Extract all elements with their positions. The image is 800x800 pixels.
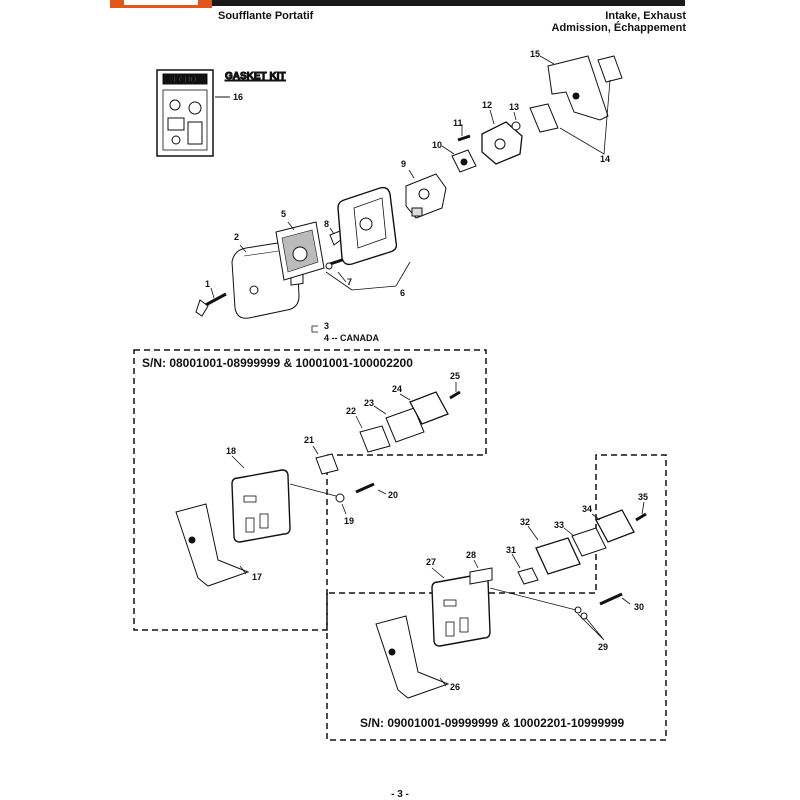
part-35-screw	[635, 512, 647, 522]
callout-35: 35	[638, 492, 648, 502]
part-18-muffler	[231, 469, 291, 543]
section-title: Intake, Exhaust Admission, Échappement	[552, 10, 686, 34]
gasket-kit-illustration: ECHO	[156, 69, 214, 157]
part-11-bolt	[457, 134, 471, 142]
echo-logo	[110, 0, 212, 8]
callout-28: 28	[466, 550, 476, 560]
callout-24: 24	[392, 384, 402, 394]
callout-22: 22	[346, 406, 356, 416]
part-31-gasket	[517, 567, 539, 585]
callout-10: 10	[432, 140, 442, 150]
callout-16: 16	[233, 92, 243, 102]
callout-9: 9	[401, 159, 406, 169]
callout-numbers: 1 2 3 4 -- CANADA 5 6 7 8 9 10 11 12 13 …	[205, 49, 648, 692]
callout-11: 11	[453, 118, 463, 128]
part-27-muffler	[431, 573, 491, 647]
part-15-plate	[547, 55, 609, 121]
callout-21: 21	[304, 435, 314, 445]
part-9-carburetor	[405, 173, 447, 219]
part-24-gasket	[409, 391, 449, 425]
serial-group-2-box	[326, 454, 667, 741]
callout-12: 12	[482, 100, 492, 110]
leader-lines-section-1	[231, 382, 457, 575]
part-25-screw	[449, 390, 461, 400]
part-5-air-filter	[275, 221, 325, 281]
callout-15: 15	[530, 49, 540, 59]
callout-20: 20	[388, 490, 398, 500]
callout-19: 19	[344, 516, 354, 526]
page-title: Soufflante Portatif	[218, 10, 314, 22]
callout-1: 1	[205, 279, 210, 289]
part-14-gasket-a	[529, 103, 559, 133]
callout-7: 7	[347, 277, 352, 287]
gasket-kit-brand: ECHO	[173, 75, 196, 84]
part-1-wing-bolt	[195, 292, 227, 317]
callout-5: 5	[281, 209, 286, 219]
callout-14: 14	[600, 154, 610, 164]
part-28-gasket	[469, 567, 493, 585]
part-20-bolt	[355, 482, 375, 494]
page-number: - 3 -	[391, 789, 409, 800]
callout-29: 29	[598, 642, 608, 652]
part-30-bolt	[599, 592, 623, 606]
part-32-screen-case	[535, 537, 581, 575]
callout-31: 31	[506, 545, 516, 555]
callout-30: 30	[634, 602, 644, 612]
part-34-gasket	[595, 509, 635, 543]
callout-32: 32	[520, 517, 530, 527]
callout-33: 33	[554, 520, 564, 530]
leader-lines-top	[210, 55, 611, 333]
part-23-cover	[385, 407, 425, 443]
part-13-nut	[511, 121, 521, 131]
leader-lines-section-2	[431, 501, 645, 687]
callout-6: 6	[400, 288, 405, 298]
section-title-en: Intake, Exhaust	[605, 10, 686, 22]
callout-25: 25	[450, 371, 460, 381]
part-14-gasket-b	[597, 55, 623, 83]
callout-26: 26	[450, 682, 460, 692]
part-21-gasket	[315, 453, 339, 475]
part-6-air-cleaner-case	[337, 186, 398, 266]
callout-3: 3	[324, 321, 329, 331]
header-bar	[110, 0, 685, 6]
callout-34: 34	[582, 504, 592, 514]
callout-23: 23	[364, 398, 374, 408]
part-33-cover	[571, 527, 607, 557]
part-19-washer	[335, 493, 345, 503]
part-29-washer-b	[580, 612, 588, 620]
gasket-kit-label: GASKET KIT	[225, 71, 286, 82]
callout-8: 8	[324, 219, 329, 229]
serial-range-1: S/N: 08001001-08999999 & 10001001-100002…	[142, 356, 413, 370]
callout-18: 18	[226, 446, 236, 456]
serial-range-2: S/N: 09001001-09999999 & 10002201-109999…	[360, 716, 625, 730]
part-12-insulator	[481, 121, 523, 165]
callout-2: 2	[234, 232, 239, 242]
callout-27: 27	[426, 557, 436, 567]
callout-4: 4 -- CANADA	[324, 333, 379, 343]
section-title-fr: Admission, Échappement	[551, 22, 686, 34]
callout-13: 13	[509, 102, 519, 112]
part-22-screen	[359, 425, 391, 453]
part-26-bracket	[375, 615, 450, 699]
callout-17: 17	[252, 572, 262, 582]
part-17-bracket	[175, 503, 250, 587]
